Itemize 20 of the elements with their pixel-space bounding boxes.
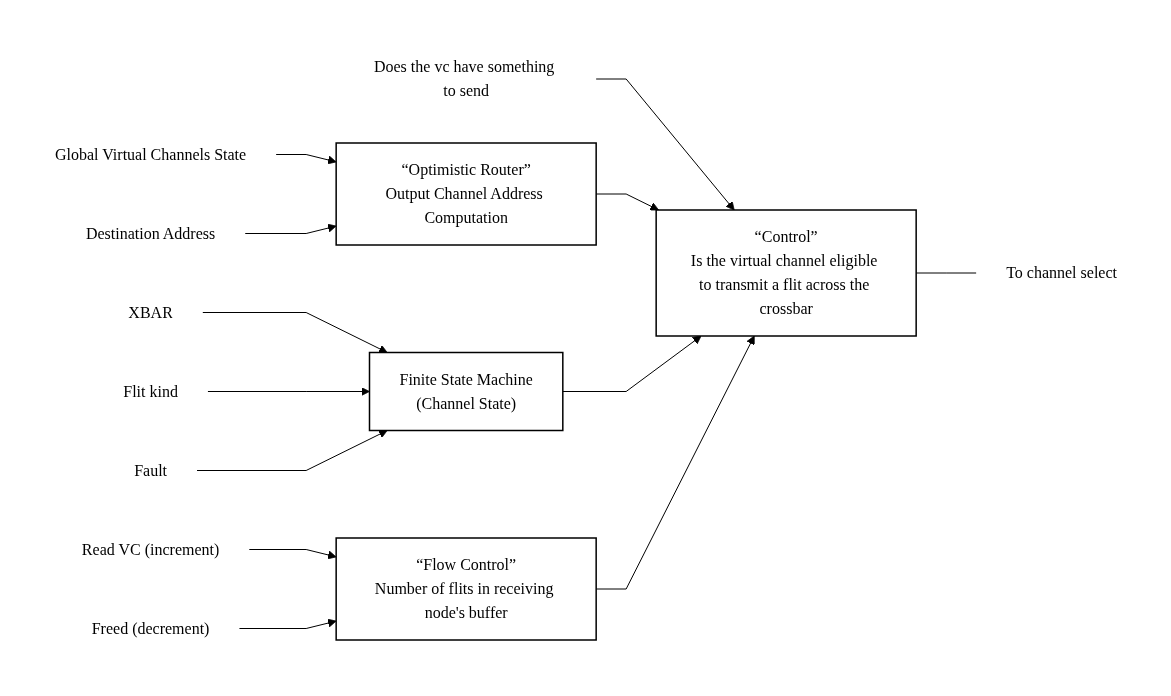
arrow xyxy=(595,193,659,211)
node-text: To channel select xyxy=(1005,264,1117,282)
node-text: Read VC (increment) xyxy=(81,540,219,558)
node-box: Finite State Machine (Channel State) xyxy=(368,352,564,432)
node-text: Does the vc have something to send xyxy=(373,58,554,100)
arrow xyxy=(201,312,388,354)
arrow xyxy=(595,78,735,211)
node-text: Destination Address xyxy=(85,224,215,242)
node-box: “Flow Control” Number of flits in receiving node's buffer xyxy=(334,537,597,641)
arrow xyxy=(206,387,370,397)
node-box: “Control” Is the virtual channel eligible to transmit a flit across the crossbar xyxy=(654,209,917,337)
node-text: Flit kind xyxy=(122,382,178,400)
node-text: Freed (decrement) xyxy=(91,619,209,637)
node-box: “Optimistic Router” Output Channel Address Computation xyxy=(334,142,597,246)
arrow xyxy=(595,335,755,590)
node-text: XBAR xyxy=(127,303,173,321)
node-text: Global Virtual Channels State xyxy=(54,145,246,163)
connector xyxy=(915,272,977,274)
node-text: Fault xyxy=(133,461,167,479)
arrow xyxy=(196,430,388,472)
